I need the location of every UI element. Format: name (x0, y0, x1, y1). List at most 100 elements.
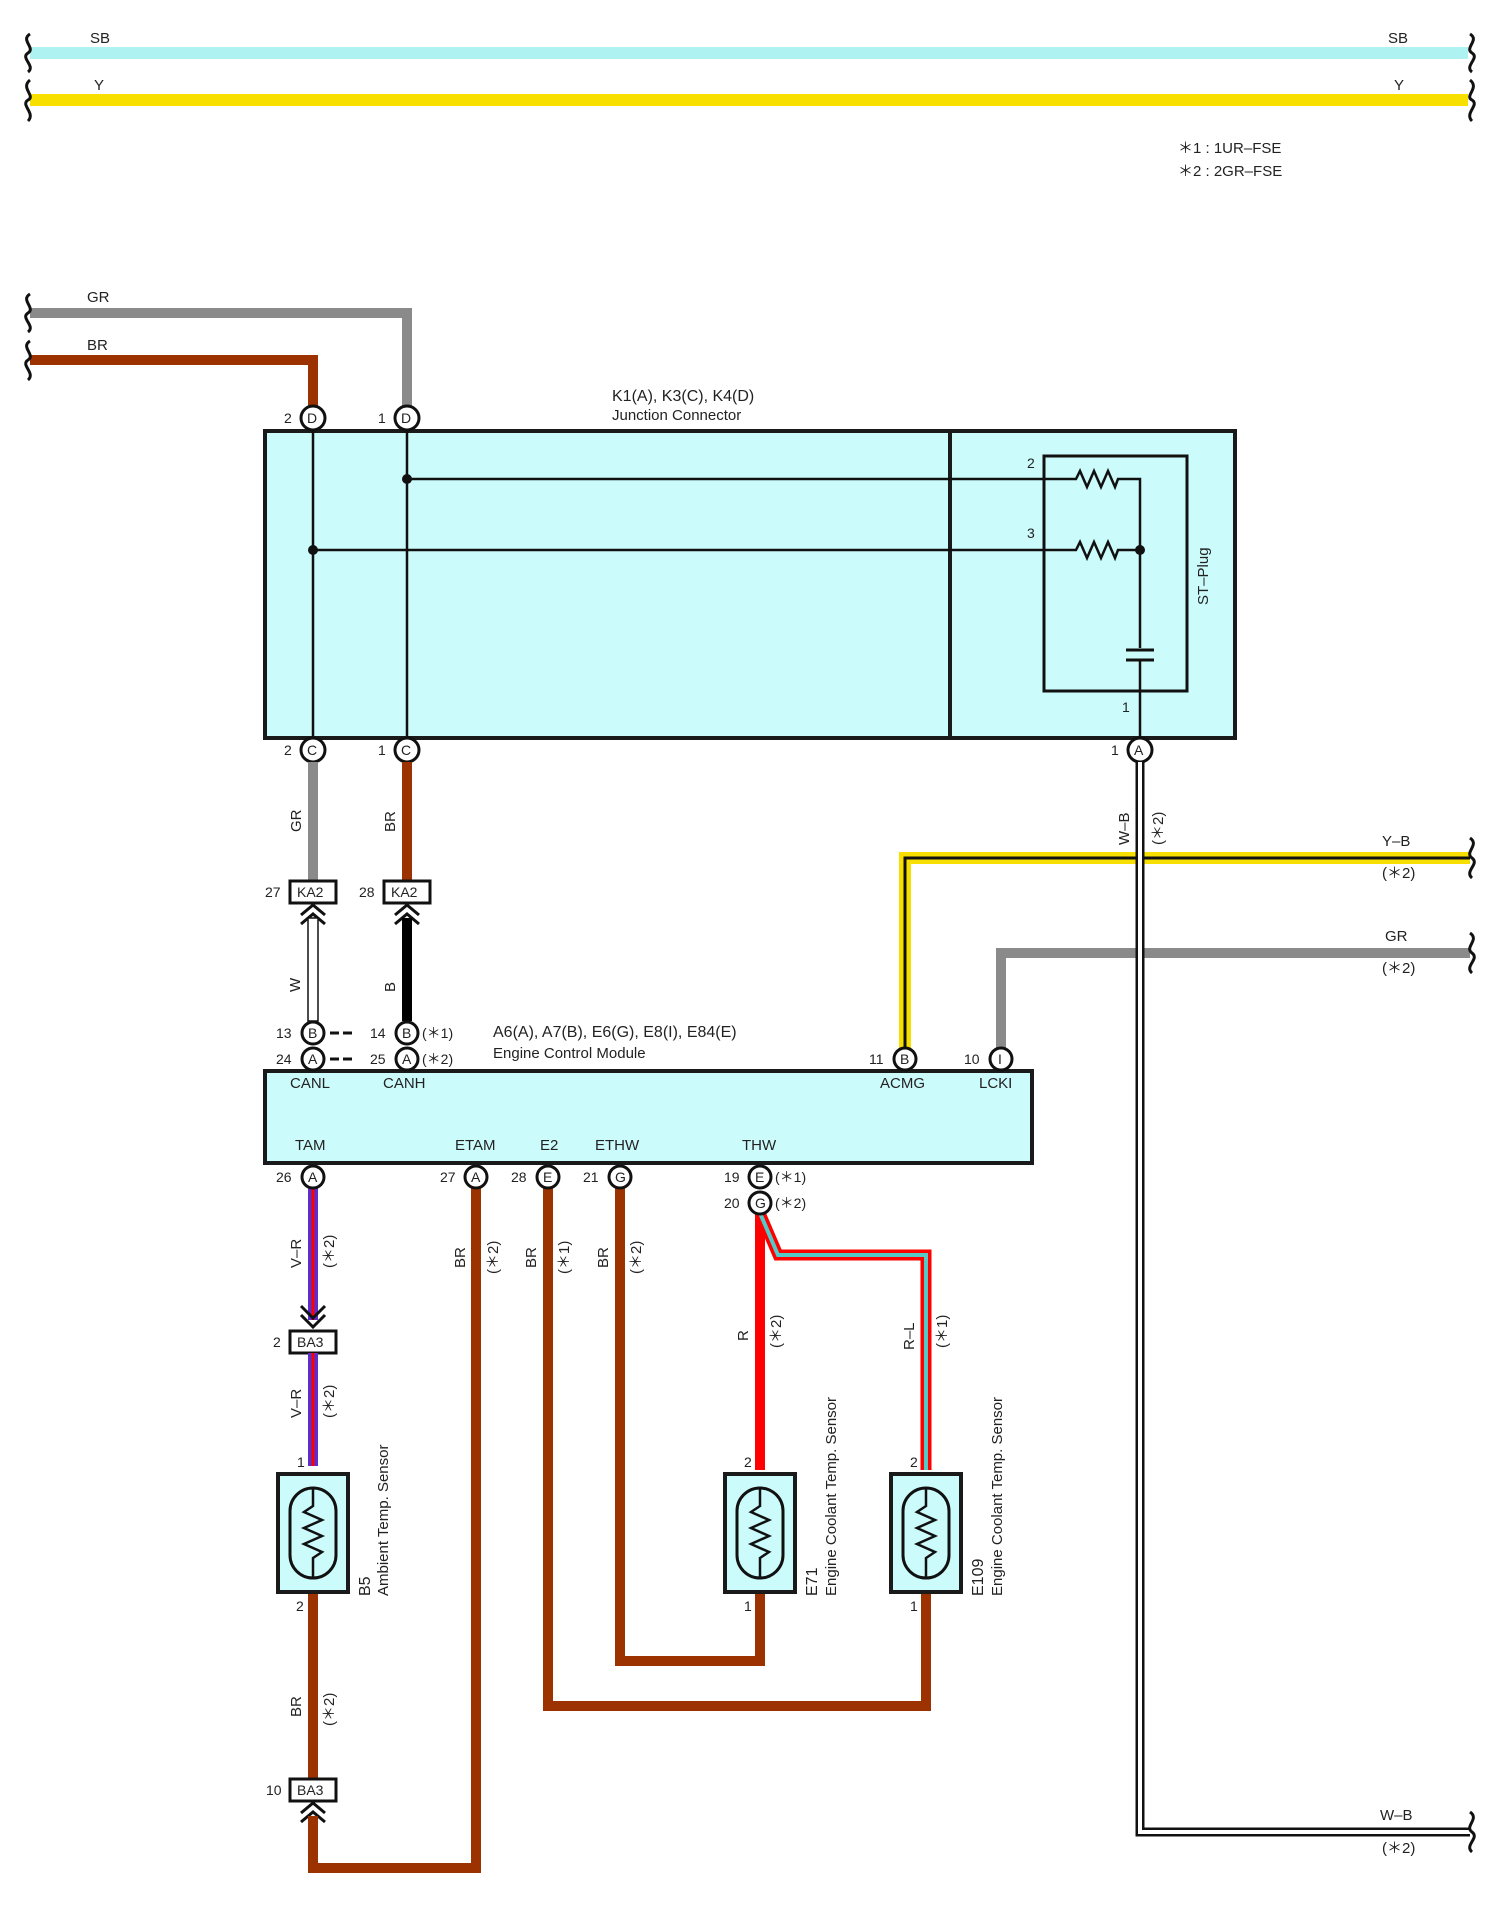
ka2-right-num: 28 (359, 884, 375, 900)
ka2-right (382, 879, 432, 905)
junction-pin-1A-letter: A (1134, 742, 1144, 758)
ecm-pin-10I-num: 10 (964, 1051, 980, 1067)
sensor-e71: 2 1 E71 Engine Coolant Temp. Sensor (723, 1397, 840, 1614)
sensor-b5-name: Ambient Temp. Sensor (375, 1445, 392, 1596)
sensor-b5-pin-top: 1 (297, 1454, 305, 1470)
br-etam-note: (＊2) (485, 1241, 502, 1274)
ecm-pin-20G-letter: G (755, 1195, 766, 1211)
ecm-pin-21G-num: 21 (583, 1169, 599, 1185)
gr-right-wire (996, 948, 1470, 1048)
ecm-pin-13B (300, 1020, 326, 1046)
br-etam-label: BR (452, 1247, 469, 1268)
wire-break-right-y (1468, 78, 1476, 123)
ecm-pin-24A-num: 24 (276, 1051, 292, 1067)
junction-input-wires: GR BR (24, 289, 412, 413)
ecm-pin-20G (747, 1190, 773, 1216)
ecm-pin-25A-letter: A (402, 1051, 412, 1067)
ecm-pin-11B (892, 1046, 918, 1072)
splice-dot-upper (402, 474, 412, 484)
ecm-pin-28E-letter: E (543, 1169, 552, 1185)
rl-wire-inner (758, 1212, 928, 1470)
ecm-pin-21G (607, 1164, 633, 1190)
sensor-b5-pin-bottom: 2 (296, 1598, 304, 1614)
sensor-e109: 2 1 E109 Engine Coolant Temp. Sensor (889, 1397, 1006, 1614)
ecm-pin-10I-letter: I (998, 1051, 1002, 1067)
sensor-b5-thermistor-icon (300, 1488, 326, 1578)
ecm-pin-11B-num: 11 (869, 1051, 884, 1067)
engine-notes: ＊1 : 1UR–FSE ＊2 : 2GR–FSE (1178, 140, 1282, 180)
ecm-pin-14B (394, 1020, 420, 1046)
ecm-pin-14B-letter: B (402, 1025, 411, 1041)
ba3-upper-chevron (299, 1304, 327, 1330)
ka2-right-label: KA2 (391, 884, 418, 900)
yb-label: Y–B (1382, 833, 1410, 850)
ecm-e2: E2 (540, 1137, 558, 1154)
br-e2-note: (＊1) (556, 1241, 573, 1274)
ecm-pin-20G-note: (＊2) (775, 1195, 806, 1211)
wb-vertical-label: W–B (1116, 812, 1133, 845)
resistor-pin-3 (1072, 538, 1140, 562)
ecm-pin-14B-note: (＊1) (422, 1025, 453, 1041)
junction-pin-2D-num: 2 (284, 410, 292, 426)
y-label-right: Y (1394, 77, 1404, 94)
ecm-pin-27A (463, 1164, 489, 1190)
sb-label-left: SB (90, 30, 110, 47)
wb-vertical-note: (＊2) (1150, 812, 1167, 845)
br-input-label: BR (87, 337, 108, 354)
bus-wires: SB SB Y Y (24, 30, 1476, 123)
w-wire (307, 917, 319, 1022)
junction-pin-2D (299, 404, 327, 432)
junction-pin-1D-num: 1 (378, 410, 386, 426)
ecm-pin-10I (988, 1046, 1014, 1072)
ecm-pin-25A-note: (＊2) (422, 1051, 453, 1067)
sb-label-right: SB (1388, 30, 1408, 47)
wire-break-br (24, 339, 32, 382)
junction-pin-1A-num: 1 (1111, 742, 1119, 758)
ecm-thw: THW (742, 1137, 777, 1154)
wire-break-wb (1468, 1810, 1476, 1854)
rl-label: R–L (901, 1322, 918, 1350)
ecm-pin-24A (300, 1046, 326, 1072)
ecm-pin-27A-letter: A (471, 1169, 481, 1185)
wb-wire-outer (1135, 762, 1470, 1837)
ecm-pin-26A (300, 1164, 326, 1190)
ecm-pin-13B-letter: B (308, 1025, 317, 1041)
sensor-e109-thermistor-icon (913, 1488, 939, 1578)
sensor-e71-name: Engine Coolant Temp. Sensor (823, 1397, 840, 1596)
ecm-pin-19E (747, 1164, 773, 1190)
vr1-label: V–R (288, 1239, 305, 1268)
br-e2-label: BR (523, 1247, 540, 1268)
ba3-lower-num: 10 (266, 1782, 282, 1798)
ka2-left-label: KA2 (297, 884, 324, 900)
sensor-e109-code: E109 (970, 1559, 987, 1596)
ka2-right-chevron (394, 903, 420, 926)
junction-pin-1C-num: 1 (378, 742, 386, 758)
br-b5-note: (＊2) (321, 1693, 338, 1726)
junction-subtitle: Junction Connector (612, 407, 741, 424)
ecm-pin-26A-letter: A (308, 1169, 318, 1185)
junction-pin-1D (393, 404, 421, 432)
junction-box (263, 429, 1237, 740)
ecm-ethw: ETHW (595, 1137, 640, 1154)
gr-right-note: (＊2) (1382, 960, 1415, 977)
engine-control-module: A6(A), A7(B), E6(G), E8(I), E84(E) Engin… (263, 1020, 1034, 1165)
ecm-pin-27A-num: 27 (440, 1169, 456, 1185)
ecm-pin-21G-letter: G (615, 1169, 626, 1185)
wire-break-left-sb (24, 32, 32, 74)
sensor-wires: BA3 2 V–R (＊2) V–R (＊2) BR (＊2) BA3 10 B… (266, 1187, 951, 1873)
ba3-lower-chevron (300, 1801, 326, 1824)
ecm-canl: CANL (290, 1075, 330, 1092)
plug-pin-1: 1 (1122, 699, 1130, 715)
ecm-pin-25A-num: 25 (370, 1051, 386, 1067)
sensor-e71-thermistor-icon (747, 1488, 773, 1578)
wb-bottom-note: (＊2) (1382, 1840, 1415, 1857)
r-label: R (735, 1330, 752, 1341)
plug-pin-2: 2 (1027, 455, 1035, 471)
can-wires: GR BR KA2 27 KA2 28 W B (265, 762, 432, 1061)
br-e2-wire (543, 1187, 931, 1711)
br-ethw-note: (＊2) (628, 1241, 645, 1274)
ecm-lcki: LCKI (979, 1075, 1012, 1092)
resistor-pin-2 (1072, 467, 1142, 550)
b-label: B (382, 982, 399, 992)
